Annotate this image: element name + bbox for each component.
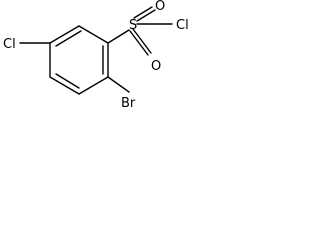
s-o-top-bond-b (136, 9, 156, 22)
s-o-bottom-bond-a (129, 30, 149, 56)
bromine-label: Br (121, 96, 136, 111)
c-br-bond (107, 76, 130, 93)
oxygen-bottom-label: O (151, 59, 161, 74)
c-s-bond (107, 29, 130, 44)
sulfur-label: S (129, 18, 137, 33)
benzene-ring (49, 25, 109, 95)
s-o-bottom-bond-b (132, 28, 152, 54)
s-o-top-bond-a (133, 6, 153, 19)
chlorine-right-label: Cl (176, 18, 189, 33)
oxygen-top-label: O (155, 0, 165, 14)
chlorine-left-label: Cl (3, 37, 16, 52)
molecule-structure: Cl S Cl O O Br (3, 0, 189, 111)
